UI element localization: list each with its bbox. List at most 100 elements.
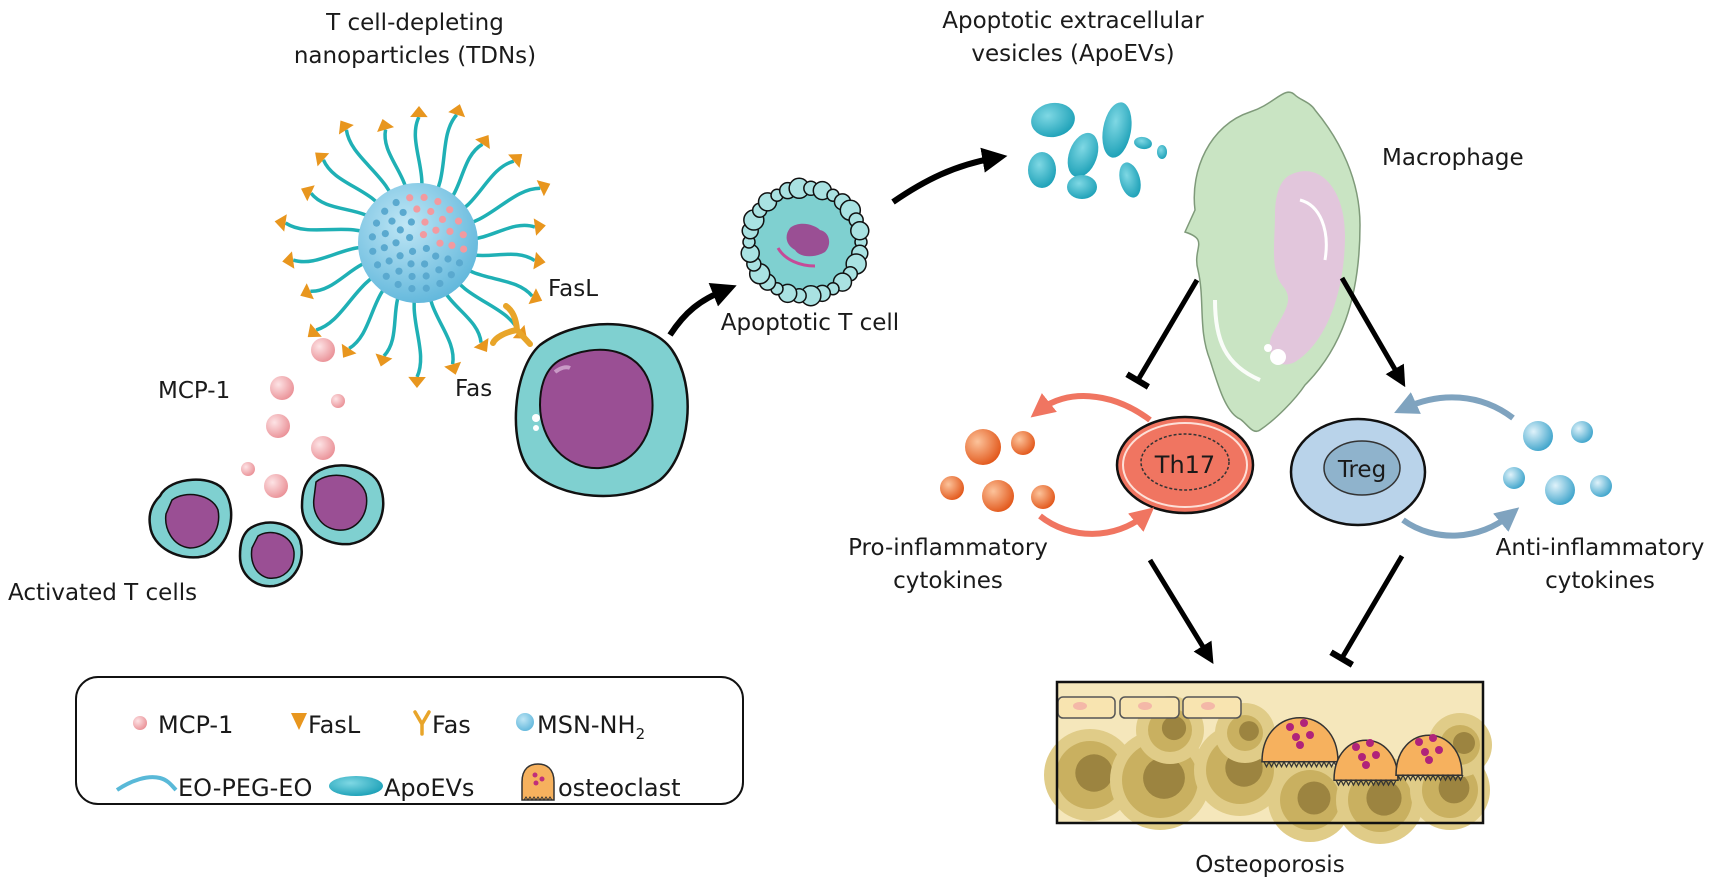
legend-msn-label: MSN-NH2: [537, 711, 645, 743]
osteoclast-nucleus: [1421, 748, 1429, 756]
pore: [408, 284, 416, 293]
loaded-mcp1: [434, 197, 442, 206]
activated-t-cell: [300, 464, 385, 546]
pro-inflammatory-label-line2: cytokines: [893, 568, 1003, 594]
mcp1-dot-icon: [133, 716, 147, 730]
inhibit-th17-line: [1125, 278, 1200, 390]
pore: [407, 260, 415, 268]
osteoclast-icon: [521, 763, 555, 801]
ruffled-border: [1397, 773, 1464, 782]
arrow-to-apoptotic-cell: [667, 282, 737, 337]
loaded-mcp1: [446, 206, 454, 214]
pro-cytokine: [965, 429, 1001, 465]
pore: [395, 267, 403, 275]
osteoclast-nucleus: [1352, 743, 1360, 751]
pore: [436, 279, 444, 288]
pro-inflammatory-cytokines: [940, 429, 1055, 512]
pro-cytokine-feedback-arrow: [1038, 507, 1155, 537]
th17-label: Th17: [1154, 451, 1215, 479]
osteoclast: [1395, 734, 1464, 782]
fasl-ligand: [274, 214, 287, 232]
osteoclast-nucleus: [1362, 761, 1370, 769]
apoev: [1157, 145, 1167, 159]
loaded-mcp1: [413, 205, 421, 213]
apoevs-title-line2: vesicles (ApoEVs): [971, 41, 1174, 67]
apoptotic-t-cell-label: Apoptotic T cell: [721, 310, 899, 336]
loaded-mcp1: [432, 226, 440, 234]
osteoporosis-label: Osteoporosis: [1195, 852, 1344, 878]
mcp1-dot: [266, 414, 290, 438]
trabecula-core: [1438, 772, 1470, 804]
osteoclast-nucleus: [1429, 734, 1437, 742]
loaded-mcp1: [406, 194, 414, 202]
pro-inflammatory-label-line1: Pro-inflammatory: [848, 535, 1048, 561]
fasl-ligands: [274, 104, 551, 388]
fasl-ligand: [301, 185, 315, 202]
pro-cytokine: [982, 480, 1014, 512]
treg-cell: Treg: [1289, 417, 1427, 527]
loaded-mcp1: [421, 218, 429, 226]
th17-promotes-osteoporosis-arrow: [1147, 558, 1214, 664]
th17-cell: Th17: [1115, 415, 1255, 515]
trabecula-core: [1143, 757, 1185, 799]
pro-cytokine: [1011, 431, 1035, 455]
loaded-mcp1: [454, 217, 463, 225]
anti-cytokine: [1545, 475, 1575, 505]
pore: [369, 247, 377, 255]
mcp1-particles: [241, 338, 345, 498]
apoev: [1031, 102, 1075, 138]
fasl-ligand: [315, 152, 330, 167]
tdn-title-line1: T cell-depleting: [325, 10, 504, 36]
pore: [381, 229, 389, 238]
apoptotic-blebs: [740, 177, 870, 307]
fasl-triangle-icon: [291, 713, 307, 730]
fasl-ligand: [533, 251, 546, 270]
anti-cytokine: [1503, 467, 1525, 489]
loaded-mcp1: [427, 207, 435, 216]
pore: [396, 226, 404, 234]
fasl-ligand: [375, 353, 393, 367]
pore: [368, 233, 377, 241]
msn-sphere-icon: [516, 713, 534, 731]
osteoclast-nucleus: [1415, 738, 1423, 746]
osteoclast-nucleus: [1306, 731, 1314, 739]
pore: [399, 208, 407, 217]
fasl-ligand: [536, 180, 551, 197]
fasl-ligand: [282, 251, 295, 269]
fasl-ligand: [377, 118, 395, 132]
ruffled-border: [1335, 778, 1397, 787]
tdn-title-line2: nanoparticles (TDNs): [294, 43, 536, 69]
mcp1-dot: [264, 474, 288, 498]
pore: [422, 272, 430, 280]
apoev: [1028, 152, 1056, 188]
pro-cytokine: [1031, 485, 1055, 509]
pore: [388, 217, 396, 225]
trabecula-core: [1075, 754, 1113, 792]
loaded-mcp1: [459, 231, 467, 239]
pore: [422, 284, 430, 292]
fasl-ligand: [307, 323, 322, 338]
fasl-ligand: [444, 361, 462, 375]
loaded-mcp1: [446, 227, 454, 236]
apoev: [1067, 132, 1099, 178]
apoev-ellipse-icon: [329, 776, 383, 796]
mcp1-dot: [331, 394, 345, 408]
activated-t-cells-label: Activated T cells: [8, 580, 197, 606]
osteoclast-body: [1261, 716, 1339, 763]
activated-t-cell: [148, 478, 233, 559]
trabecula-core: [1297, 781, 1331, 815]
fasl-ligand: [528, 288, 543, 305]
apoev: [1119, 162, 1141, 198]
macrophage-label: Macrophage: [1382, 145, 1524, 171]
pore: [407, 218, 415, 226]
fas-receptor: [490, 303, 533, 347]
pore: [380, 244, 388, 252]
legend-mcp1-label: MCP-1: [158, 711, 233, 739]
loaded-mcp1: [438, 215, 447, 224]
anti-cytokine: [1523, 421, 1553, 451]
osteoclast-nucleus: [1292, 733, 1300, 741]
apoptotic-t-cell: [740, 177, 870, 307]
msn-core: [358, 183, 478, 303]
pore: [392, 239, 400, 247]
